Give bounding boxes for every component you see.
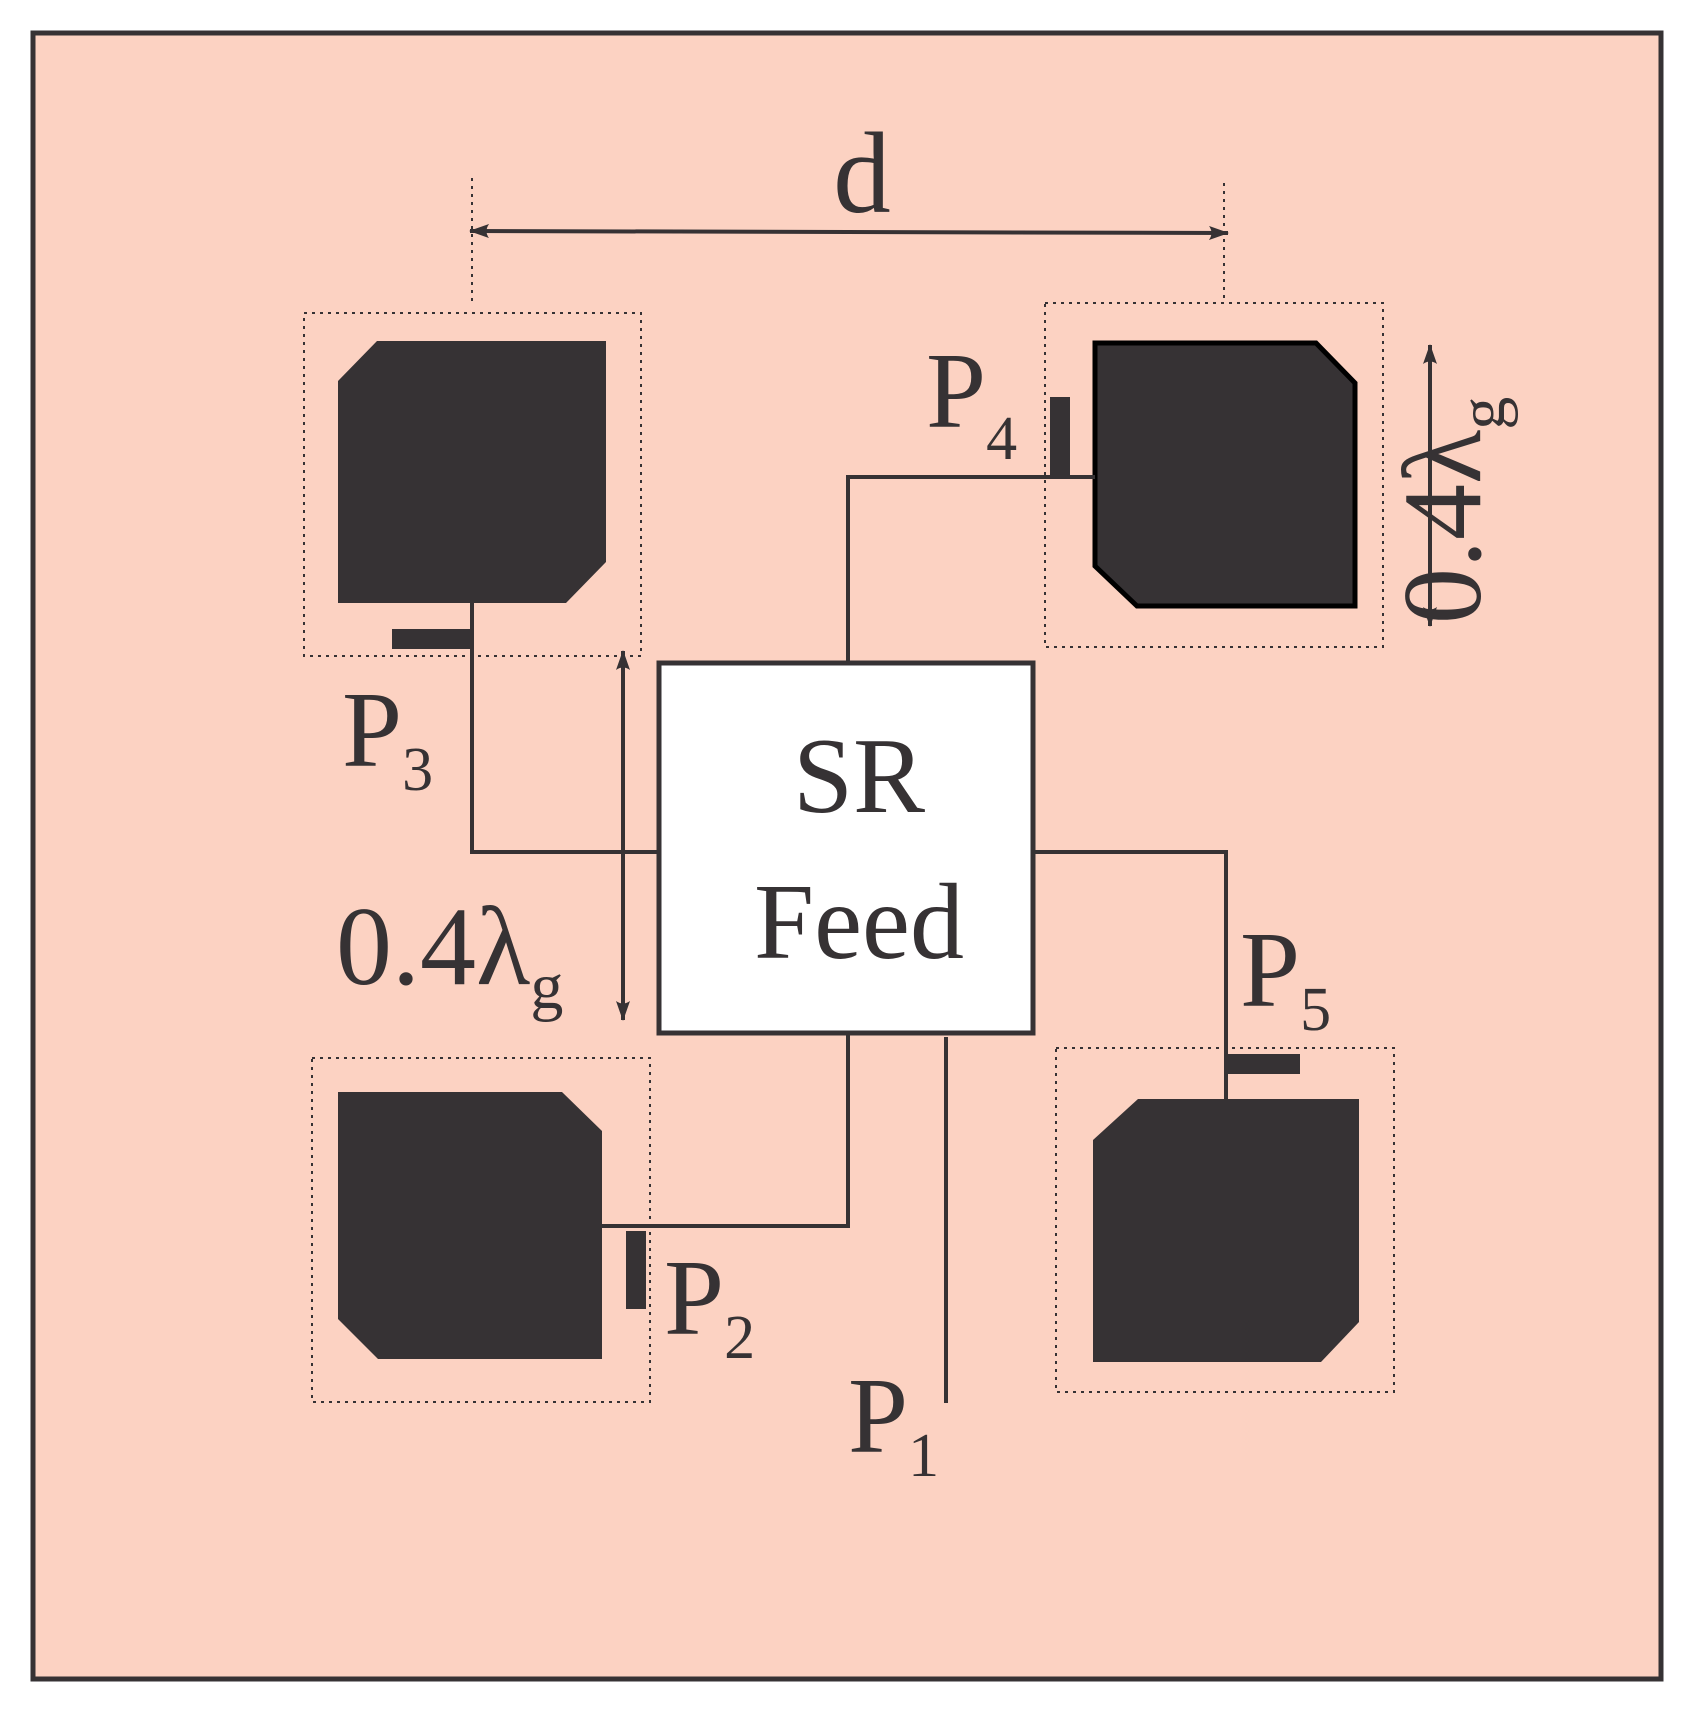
port-subscript-p4: 4 [986, 405, 1017, 473]
port-label-p5: P5 [1240, 911, 1331, 1044]
port-letter-p2: P [664, 1239, 724, 1358]
patch-bottom-right [1093, 1099, 1359, 1362]
patch-size-value-right: 0.4 [1381, 484, 1505, 624]
port-letter-p5: P [1240, 911, 1300, 1030]
spacing-extension-lines [471, 178, 1225, 303]
patch-bottom-left [338, 1092, 602, 1359]
spacing-dimension-arrow [469, 224, 1229, 240]
feed-line-p2 [602, 1033, 850, 1228]
port-letter-p4: P [926, 332, 986, 451]
port-label-p1: P1 [848, 1357, 939, 1490]
patch-size-label-right: 0.4λg [1381, 397, 1519, 624]
port-letter-p3: P [342, 671, 402, 790]
patch-top-left [338, 341, 606, 603]
patch-boundary-bottom-left [311, 1057, 651, 1403]
port-subscript-p3: 3 [402, 736, 433, 804]
port-stub-p2 [626, 1231, 646, 1309]
port-subscript-p5: 5 [1300, 976, 1331, 1044]
port-label-p2: P2 [664, 1239, 755, 1372]
port-stub-p5 [1226, 1054, 1300, 1074]
port-stub-p3 [392, 629, 472, 649]
feed-lines [470, 475, 1228, 1403]
port-subscript-p2: 2 [724, 1304, 755, 1372]
lambda-subscript-left: g [530, 950, 563, 1023]
patch-size-value-left: 0.4 [336, 885, 476, 1009]
patch-size-label-left: 0.4λg [336, 885, 563, 1023]
feed-line-p4 [846, 475, 1095, 663]
lambda-symbol-right: λ [1381, 430, 1505, 484]
port-stub-p4 [1050, 397, 1070, 477]
patch-top-right [1092, 340, 1358, 609]
port-letter-p1: P [848, 1357, 908, 1476]
port-label-p4: P4 [926, 332, 1017, 473]
feed-line-p3 [470, 603, 659, 854]
spacing-label: d [833, 110, 891, 237]
feed-line-p5 [1033, 850, 1228, 1099]
port-stubs [392, 397, 1300, 1309]
sr-feed-label-line1: SR [793, 717, 925, 836]
sr-feed-label-line2: Feed [754, 863, 964, 982]
port-subscript-p1: 1 [908, 1422, 939, 1490]
lambda-subscript-right: g [1446, 397, 1519, 430]
port-label-p3: P3 [342, 671, 433, 804]
sr-feed-box [656, 660, 1036, 1036]
lambda-symbol-left: λ [476, 885, 530, 1009]
